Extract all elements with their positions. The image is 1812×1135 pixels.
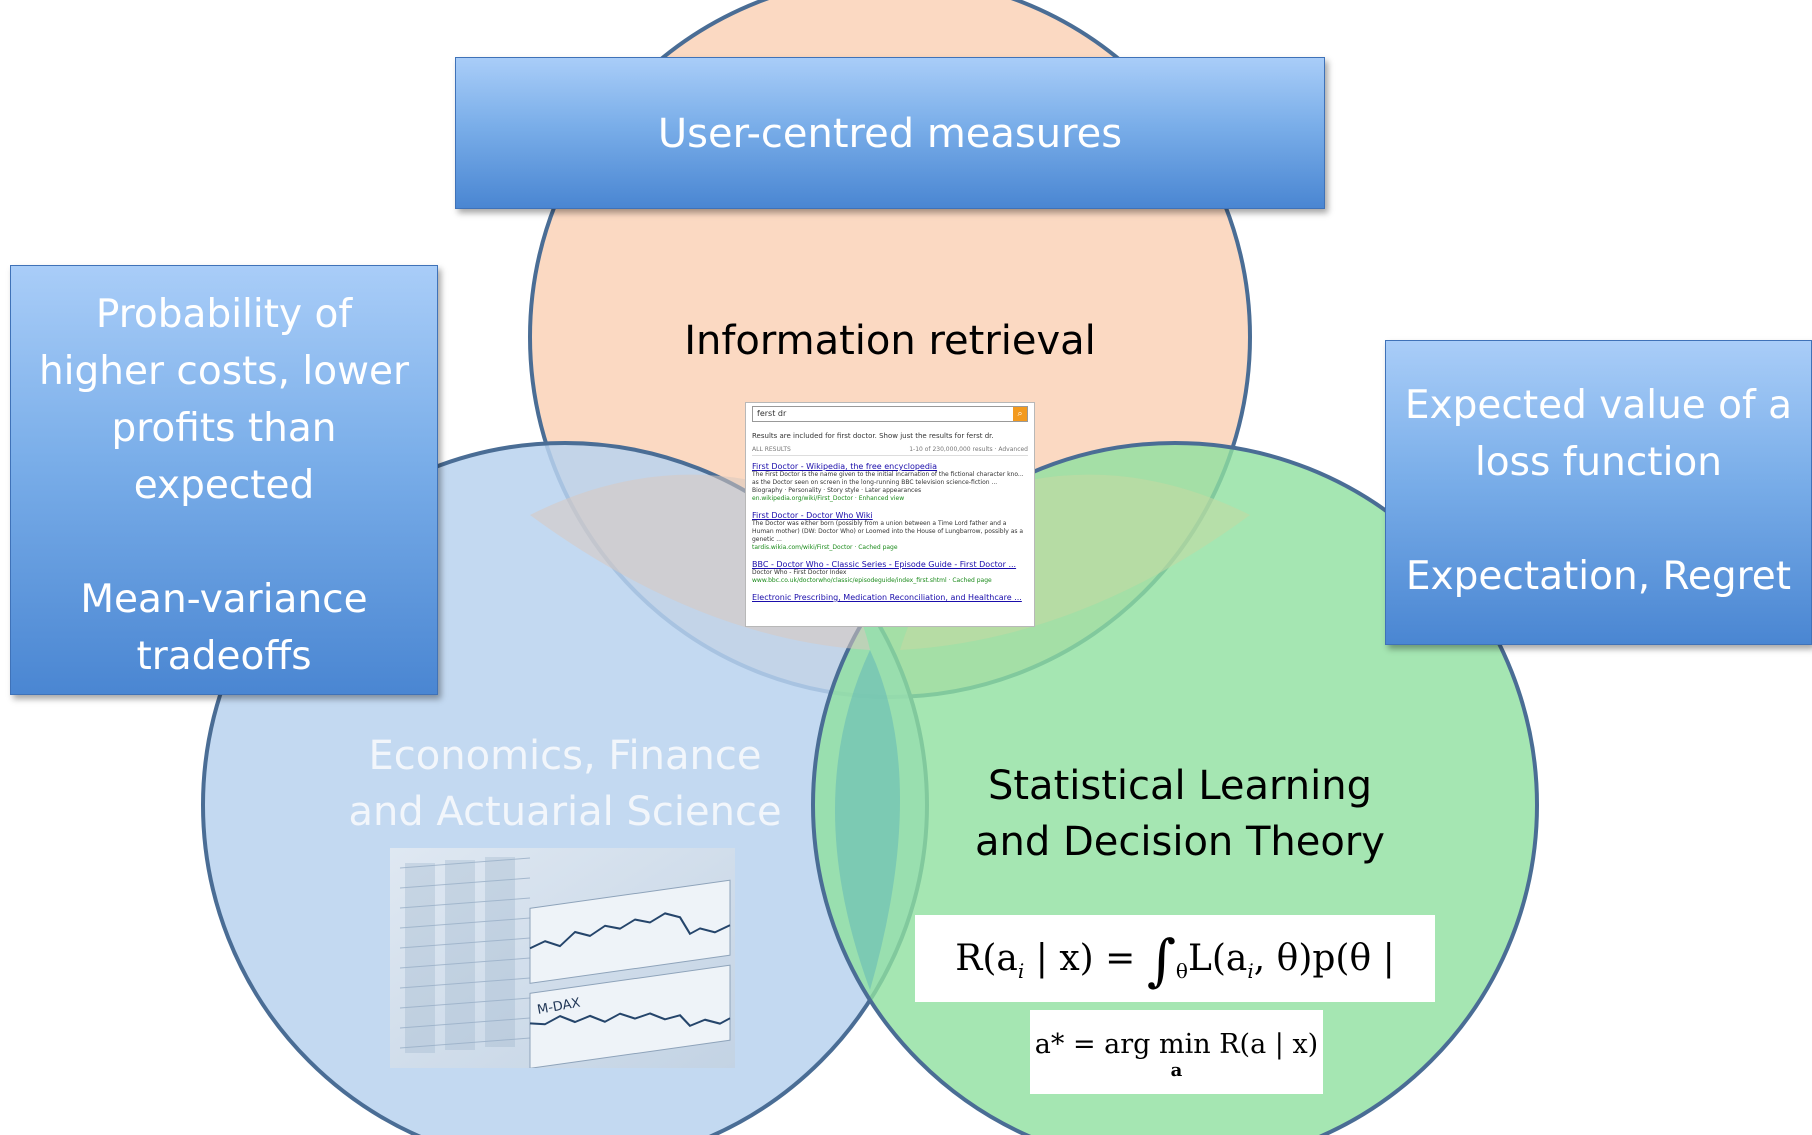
- search-query-box: ferst dr ⌕: [752, 406, 1028, 422]
- result-url: en.wikipedia.org/wiki/First_Doctor · Enh…: [752, 495, 905, 502]
- box-right-line2: loss function: [1474, 440, 1723, 485]
- formula-risk-lhs: R(a: [955, 938, 1018, 979]
- result-url: www.bbc.co.uk/doctorwho/classic/episodeg…: [752, 577, 992, 584]
- formula-rhs-subscript: i: [1247, 959, 1254, 984]
- circle-label-statistical-learning: Statistical Learning and Decision Theory: [900, 758, 1460, 870]
- formula-argmin: a* = arg min R(a | x): [1034, 1029, 1319, 1060]
- box-left-line3: profits than: [111, 406, 337, 451]
- result-title: First Doctor - Doctor Who Wiki: [752, 511, 873, 520]
- search-correction-note: Results are included for first doctor. S…: [752, 432, 994, 440]
- box-user-centred-measures: User-centred measures: [455, 57, 1325, 209]
- box-left-spacer: [11, 514, 437, 571]
- formula-argmin-subscript: a: [1170, 1060, 1183, 1081]
- box-left-line5: Mean-variance: [80, 577, 368, 622]
- box-right-line1: Expected value of a: [1404, 383, 1793, 428]
- box-right-spacer: [1386, 491, 1811, 548]
- result-title: First Doctor - Wikipedia, the free encyc…: [752, 462, 938, 471]
- overlap-econ-stat: [835, 650, 900, 990]
- box-left-line2: higher costs, lower: [38, 349, 410, 394]
- formula-risk-rhs: L(a: [1187, 938, 1248, 979]
- box-economic-measures: Probability of higher costs, lower profi…: [10, 265, 438, 695]
- results-bar-left: ALL RESULTS: [752, 446, 791, 453]
- box-decision-theory-measures: Expected value of a loss function Expect…: [1385, 340, 1812, 645]
- formula-bayes-decision: a* = arg min R(a | x) a: [1030, 1010, 1323, 1094]
- circle-label-economics: Economics, Finance and Actuarial Science: [310, 728, 820, 840]
- search-result: Electronic Prescribing, Medication Recon…: [752, 593, 1028, 602]
- circle-label-information-retrieval: Information retrieval: [684, 318, 1096, 364]
- search-results-screenshot: ferst dr ⌕ Results are included for firs…: [745, 402, 1035, 627]
- finance-index-label: M-DAX: [536, 996, 582, 1018]
- stat-label-line1: Statistical Learning: [987, 763, 1372, 809]
- search-result: First Doctor - Doctor Who Wiki The Docto…: [752, 511, 1028, 551]
- integral-symbol: ∫: [1146, 928, 1176, 994]
- box-right-line3: Expectation, Regret: [1405, 554, 1792, 599]
- box-left-line4: expected: [133, 463, 315, 508]
- stat-label-line2: and Decision Theory: [975, 819, 1385, 865]
- results-bar-right: 1-10 of 230,000,000 results · Advanced: [909, 446, 1028, 453]
- formula-integral-subscript: θ: [1175, 959, 1188, 984]
- result-snippet: The First Doctor is the name given to th…: [752, 471, 1024, 494]
- result-snippet: The Doctor was either born (possibly fro…: [752, 520, 1024, 543]
- econ-label-line1: Economics, Finance: [368, 733, 762, 779]
- stock-chart-illustration: M-DAX: [390, 848, 735, 1068]
- result-title: Electronic Prescribing, Medication Recon…: [752, 593, 1022, 602]
- result-url: tardis.wikia.com/wiki/First_Doctor · Cac…: [752, 544, 898, 551]
- stock-chart-photo: M-DAX: [390, 848, 735, 1068]
- formula-conditional-risk: R(ai | x) = ∫θL(ai, θ)p(θ | x)dθ: [915, 915, 1435, 1079]
- box-left-line6: tradeoffs: [136, 634, 312, 679]
- result-snippet: Doctor Who - First Doctor Index: [752, 569, 847, 576]
- search-results-bar: ALL RESULTS 1-10 of 230,000,000 results …: [752, 446, 1028, 456]
- search-query-text: ferst dr: [757, 409, 787, 418]
- search-icon: ⌕: [1013, 407, 1027, 421]
- result-title: BBC - Doctor Who - Classic Series - Epis…: [752, 560, 1017, 569]
- formula-risk-subscript: i: [1017, 959, 1025, 984]
- box-left-line1: Probability of: [95, 292, 353, 337]
- search-result: First Doctor - Wikipedia, the free encyc…: [752, 462, 1028, 502]
- econ-label-line2: and Actuarial Science: [348, 789, 782, 835]
- formula-risk-mid: | x) =: [1024, 938, 1147, 979]
- search-result: BBC - Doctor Who - Classic Series - Epis…: [752, 560, 1028, 584]
